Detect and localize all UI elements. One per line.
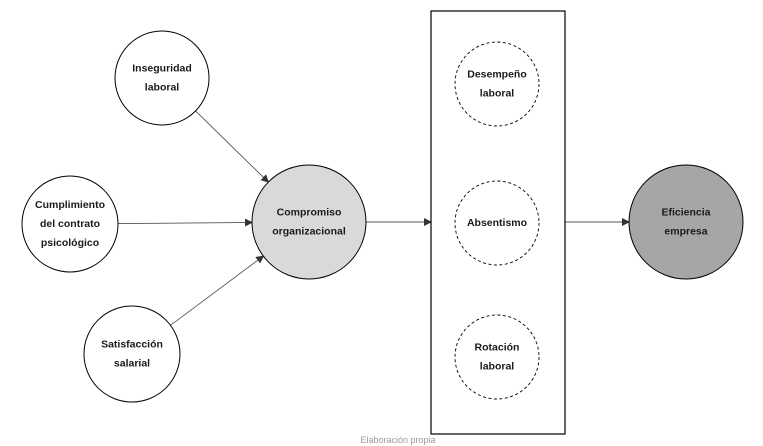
node-desempeno-label: Desempeño [467, 68, 527, 80]
node-absentismo-circle [454, 180, 540, 266]
node-desempeno-circle [454, 41, 540, 127]
node-satisfaccion-label: Satisfacción [101, 338, 163, 350]
node-satisfaccion: Satisfacción salarial [83, 305, 181, 403]
node-inseguridad: Inseguridad laboral [114, 30, 210, 126]
node-compromiso-label: organizacional [272, 225, 346, 237]
node-compromiso-circle [251, 164, 367, 280]
node-desempeno: Desempeño laboral [454, 41, 540, 127]
node-rotacion-circle [454, 314, 540, 400]
node-cumplimiento-label: psicológico [41, 237, 99, 249]
node-absentismo: Absentismo [454, 180, 540, 266]
arrow-satisfaccion-to-compromiso [170, 255, 265, 326]
node-inseguridad-label: laboral [145, 81, 180, 93]
node-cumplimiento-label: Cumplimiento [35, 199, 105, 211]
node-eficiencia: Eficiencia empresa [628, 164, 744, 280]
node-absentismo-label: Absentismo [467, 217, 527, 229]
node-rotacion: Rotación laboral [454, 314, 540, 400]
node-eficiencia-circle [628, 164, 744, 280]
edges-layer [117, 110, 630, 326]
node-cumplimiento-label: del contrato [40, 218, 100, 230]
node-cumplimiento-circle [21, 175, 119, 273]
node-eficiencia-label: empresa [664, 225, 707, 237]
node-inseguridad-label: Inseguridad [132, 62, 192, 74]
node-inseguridad-circle [114, 30, 210, 126]
node-cumplimiento: Cumplimiento del contrato psicológico [21, 175, 119, 273]
outcomes-group-box [430, 10, 566, 435]
diagram-caption: Elaboración propia [360, 435, 435, 445]
node-compromiso-label: Compromiso [277, 206, 342, 218]
node-compromiso: Compromiso organizacional [251, 164, 367, 280]
arrow-cumplimiento-to-compromiso [117, 218, 254, 227]
arrow-inseguridad-to-compromiso [195, 110, 269, 183]
node-rotacion-label: Rotación [475, 341, 520, 353]
node-desempeno-label: laboral [480, 87, 515, 99]
node-eficiencia-label: Eficiencia [661, 206, 710, 218]
node-rotacion-label: laboral [480, 360, 515, 372]
node-satisfaccion-circle [83, 305, 181, 403]
node-satisfaccion-label: salarial [114, 357, 150, 369]
